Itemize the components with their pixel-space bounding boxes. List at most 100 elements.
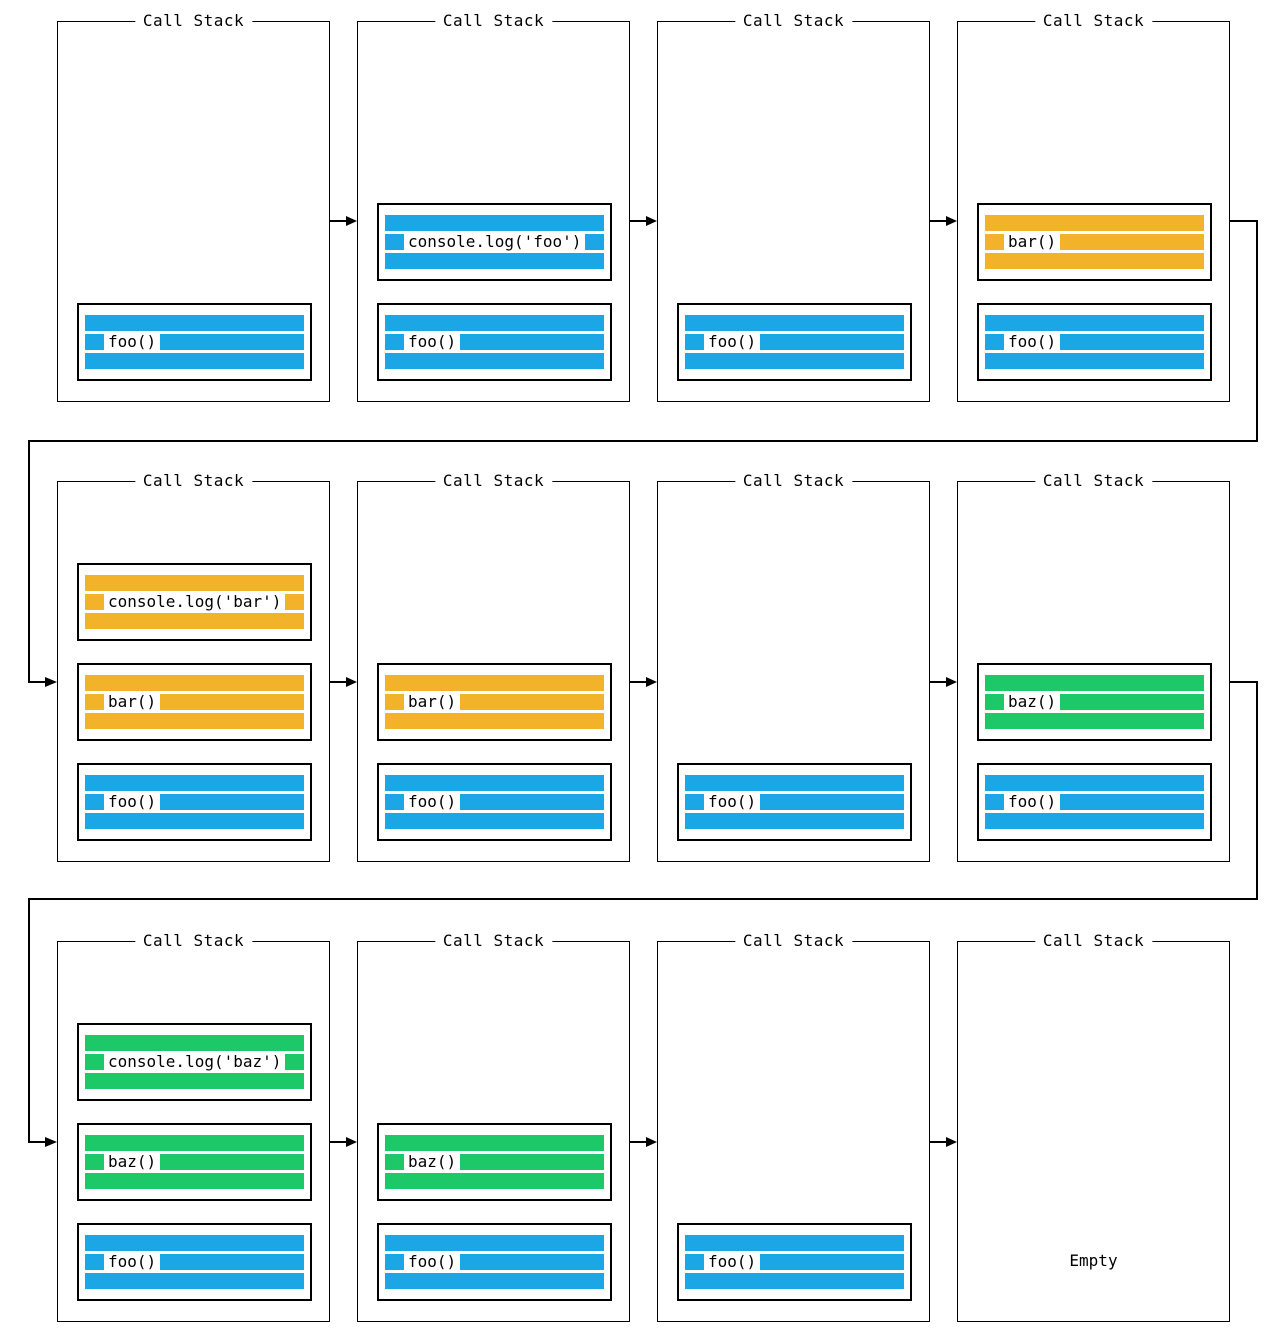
frame-bar-top (85, 575, 304, 591)
frame-bar-bottom (685, 813, 904, 829)
frame-bar-label-row: bar() (85, 694, 304, 710)
arrow-step-2-3 (630, 216, 657, 226)
frame-bar-top (685, 315, 904, 331)
frame-chip (385, 334, 404, 350)
call-stack-panel-6: Call Stack foo() bar() (357, 472, 630, 862)
frame-chip (385, 794, 404, 810)
frame-bar-label-row: foo() (85, 794, 304, 810)
arrow-step-9-10 (330, 1137, 357, 1147)
frame-chip (85, 794, 104, 810)
stack-frame: console.log('bar') (77, 563, 312, 641)
arrow-step-7-8 (930, 677, 957, 687)
frame-bar-bottom (385, 813, 604, 829)
stack-frame: foo() (377, 303, 612, 381)
frame-bar-fill (1060, 234, 1204, 250)
stack-frame: foo() (677, 303, 912, 381)
frame-bar-fill (760, 794, 904, 810)
frame-bar-bottom (385, 253, 604, 269)
frame-chip (685, 1254, 704, 1270)
frame-bar-top (685, 775, 904, 791)
frame-bar-label-row: baz() (85, 1154, 304, 1170)
frame-bar-label-row: baz() (385, 1154, 604, 1170)
frame-bar-top (385, 215, 604, 231)
frame-bar-bottom (85, 713, 304, 729)
frame-bar-bottom (985, 353, 1204, 369)
frame-label: foo() (1004, 794, 1061, 810)
stack-frame: bar() (77, 663, 312, 741)
frame-bar-bottom (85, 1073, 304, 1089)
frame-label: console.log('foo') (404, 234, 586, 250)
frame-bar-top (385, 675, 604, 691)
frame-bar-top (85, 775, 304, 791)
frame-chip (985, 234, 1004, 250)
frame-bar-bottom (385, 353, 604, 369)
call-stack-panel-9: Call Stack foo() baz() console.log(' (57, 932, 330, 1322)
frame-bar-fill (160, 794, 304, 810)
frame-label: console.log('bar') (104, 594, 286, 610)
frame-bar-bottom (85, 813, 304, 829)
frame-bar-label-row: console.log('baz') (85, 1054, 304, 1070)
stack-frame: baz() (977, 663, 1212, 741)
frame-bar-fill (160, 334, 304, 350)
frame-label: console.log('baz') (104, 1054, 286, 1070)
frame-bar-label-row: foo() (385, 1254, 604, 1270)
frame-chip (85, 334, 104, 350)
frame-bar-label-row: bar() (985, 234, 1204, 250)
frame-label: foo() (704, 794, 761, 810)
frame-bar-bottom (85, 353, 304, 369)
panel-title: Call Stack (134, 472, 253, 490)
call-stack-panel-4: Call Stack foo() bar() (957, 12, 1230, 402)
call-stack-panel-11: Call Stack foo() (657, 932, 930, 1322)
frame-chip (685, 794, 704, 810)
frame-bar-top (385, 1235, 604, 1251)
arrow-step-3-4 (930, 216, 957, 226)
panel-title: Call Stack (1034, 472, 1153, 490)
frame-bar-top (385, 775, 604, 791)
frame-bar-bottom (685, 353, 904, 369)
frame-bar-fill (1060, 334, 1204, 350)
frame-bar-label-row: console.log('bar') (85, 594, 304, 610)
frame-label: bar() (1004, 234, 1061, 250)
panel-title: Call Stack (734, 12, 853, 30)
frame-chip (85, 1154, 104, 1170)
frame-label: foo() (404, 1254, 461, 1270)
call-stack-panel-8: Call Stack foo() baz() (957, 472, 1230, 862)
call-stack-panel-10: Call Stack foo() baz() (357, 932, 630, 1322)
stack-frame: foo() (77, 303, 312, 381)
frame-chip (985, 694, 1004, 710)
frame-chip (85, 1254, 104, 1270)
call-stack-panel-3: Call Stack foo() (657, 12, 930, 402)
frame-bar-fill (1060, 694, 1204, 710)
panel-title: Call Stack (134, 12, 253, 30)
frame-bar-fill (285, 594, 304, 610)
frame-bar-label-row: bar() (385, 694, 604, 710)
panel-title: Call Stack (1034, 932, 1153, 950)
frame-bar-label-row: foo() (685, 794, 904, 810)
frame-bar-bottom (385, 713, 604, 729)
frame-label: foo() (404, 794, 461, 810)
frame-bar-bottom (985, 813, 1204, 829)
call-stack-panel-1: Call Stack foo() (57, 12, 330, 402)
call-stack-panel-2: Call Stack foo() console.log('foo') (357, 12, 630, 402)
stack-frame: foo() (977, 763, 1212, 841)
frame-bar-fill (1060, 794, 1204, 810)
frame-bar-fill (760, 334, 904, 350)
frame-bar-label-row: foo() (985, 334, 1204, 350)
stack-frame: foo() (377, 1223, 612, 1301)
stack-frame: foo() (677, 763, 912, 841)
frame-label: foo() (104, 334, 161, 350)
frame-chip (85, 694, 104, 710)
panel-title: Call Stack (734, 932, 853, 950)
frame-label: bar() (104, 694, 161, 710)
frame-bar-fill (460, 334, 604, 350)
frame-chip (985, 794, 1004, 810)
panel-title: Call Stack (734, 472, 853, 490)
frame-bar-top (385, 315, 604, 331)
frame-chip (85, 1054, 104, 1070)
frame-bar-label-row: baz() (985, 694, 1204, 710)
frame-bar-label-row: foo() (985, 794, 1204, 810)
stack-frame: foo() (77, 1223, 312, 1301)
frame-bar-bottom (385, 1273, 604, 1289)
frame-label: baz() (1004, 694, 1061, 710)
frame-bar-fill (460, 794, 604, 810)
